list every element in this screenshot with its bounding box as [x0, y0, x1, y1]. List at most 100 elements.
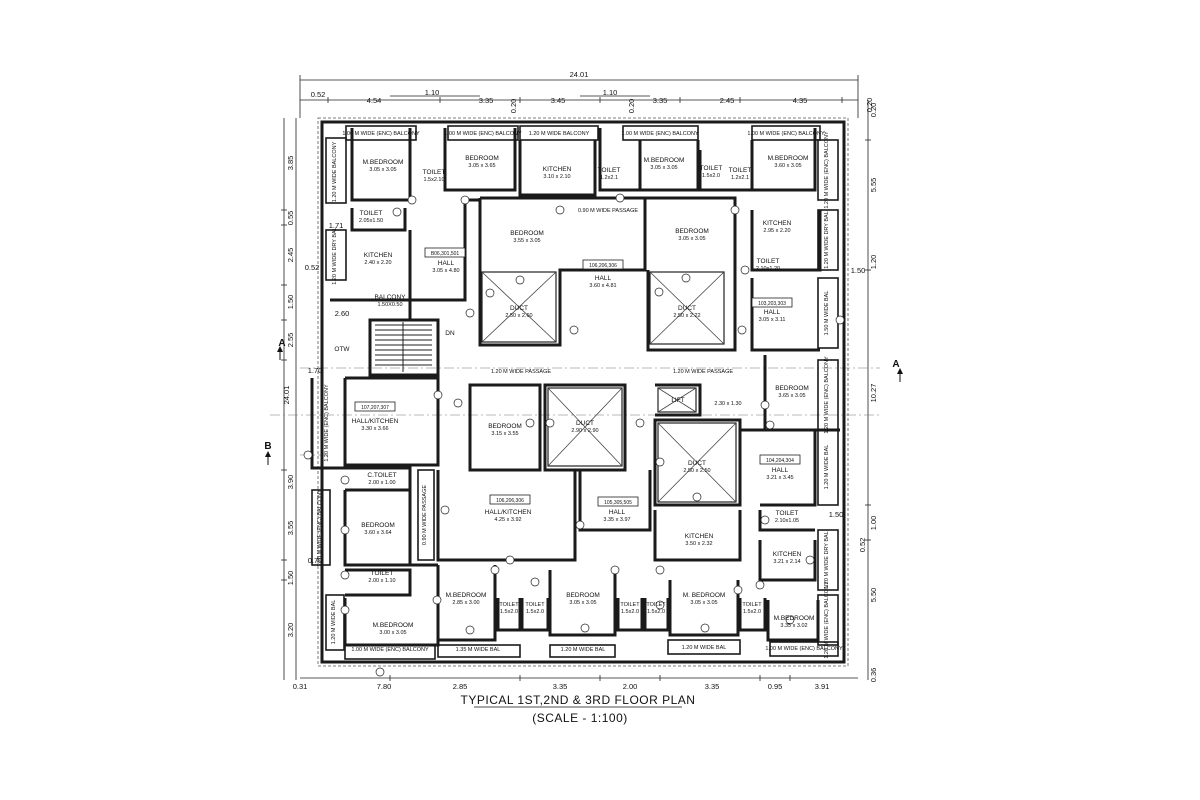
room-label: DUCT [688, 460, 706, 467]
dim-text: 0.20 [509, 99, 518, 114]
staircase [375, 322, 432, 372]
flat-label: 107,207,307 [361, 405, 389, 411]
dimension-texts: 24.01 0.52 4.54 3.35 3.45 3.35 2.45 4.35… [282, 70, 878, 691]
room-label: M.BEDROOM [373, 622, 414, 629]
room-size: 1.5x2.0 [500, 609, 518, 615]
flat-label: 106,206,306 [589, 263, 617, 269]
dim-text: 0.95 [768, 682, 783, 691]
dim-text: 0.52 [858, 538, 867, 553]
section-arrow-icon [265, 451, 271, 465]
section-arrow-icon [277, 346, 283, 360]
room-label: 1.20 M WIDE BALCONY [332, 141, 338, 202]
outer-walls [317, 117, 849, 667]
room-label: HALL [438, 260, 455, 267]
section-label-a-right: A [892, 359, 899, 370]
dimension-lines [281, 75, 871, 681]
room-label: HALL [595, 275, 612, 282]
room-label: C.TOILET [367, 472, 396, 479]
section-arrow-icon [897, 368, 903, 382]
room-label: BEDROOM [361, 522, 395, 529]
room-size: 3.05 x 3.05 [369, 167, 396, 173]
room-label: BALCONY [374, 294, 406, 301]
room-label: TOILET [371, 570, 394, 577]
room-size: 3.00 x 3.05 [379, 630, 406, 636]
dim-text: 3.91 [815, 682, 830, 691]
room-size: 3.65 x 3.05 [778, 393, 805, 399]
room-label: M.BEDROOM [446, 592, 487, 599]
interior-walls [310, 125, 840, 660]
room-label: 1.20 M WIDE DRY BAL [332, 227, 338, 285]
room-label: TOILET [620, 602, 640, 608]
flat-label: 103,203,303 [758, 301, 786, 307]
dim-text: 10.27 [869, 384, 878, 403]
opening-tags [303, 193, 845, 677]
room-label: TOILET [742, 602, 762, 608]
room-label: 1.20 M WIDE (ENC) BALCONY [317, 489, 323, 567]
room-size: 3.21 x 3.45 [766, 475, 793, 481]
room-label: TOILET [700, 165, 723, 172]
section-markers: A A B [264, 338, 903, 465]
room-size: 3.05 x 3.05 [650, 165, 677, 171]
room-label: 1.20 M WIDE (ENC) BALCONY [824, 581, 830, 659]
section-label-a-left: A [278, 338, 285, 349]
dim-text: 3.35 [553, 682, 568, 691]
room-size: 3.10 x 2.10 [543, 174, 570, 180]
room-size: 2.50 x 2.50 [683, 468, 710, 474]
room-label: HALL [609, 509, 626, 516]
dim-text: 3.35 [479, 96, 494, 105]
room-label: 1.20 M WIDE BAL [824, 445, 830, 490]
room-label: M.BEDROOM [774, 615, 815, 622]
room-size: 3.15 x 3.55 [491, 431, 518, 437]
drawing-title: TYPICAL 1ST,2ND & 3RD FLOOR PLAN (SCALE … [461, 693, 696, 725]
flat-label: 106,206,306 [496, 498, 524, 504]
dim-text: 0.55 [286, 211, 295, 226]
room-label: 1.20 M WIDE (ENC) BALCONY [824, 131, 830, 209]
room-size: 3.60 x 3.64 [364, 530, 391, 536]
plan-scale: (SCALE - 1:100) [532, 711, 628, 725]
room-size: 1.5x2.0 [621, 609, 639, 615]
room-size: 2.00 x 1.00 [368, 480, 395, 486]
room-label: 1.00 M WIDE (ENC) BALCONY [621, 131, 699, 137]
dim-text: 3.90 [286, 475, 295, 490]
room-size: 2.05x1.50 [359, 218, 383, 224]
room-size: 2.30 x 1.30 [714, 401, 741, 407]
overall-height-dim: 24.01 [282, 386, 291, 405]
section-label-b: B [264, 441, 271, 452]
room-label: 1.20 M WIDE (ENC) BALCONY [324, 384, 330, 462]
room-label: HALL/KITCHEN [352, 418, 399, 425]
room-label: 1.20 M WIDE BAL [561, 647, 606, 653]
dim-text: 3.45 [551, 96, 566, 105]
dim-text: 2.00 [623, 682, 638, 691]
room-size: 1.2x2.1 [600, 175, 618, 181]
room-label: TOILET [360, 210, 383, 217]
room-size: 3.05 x 3.05 [690, 600, 717, 606]
room-label: 1.20 M WIDE PASSAGE [673, 369, 733, 375]
overall-width-dim: 24.01 [570, 70, 589, 79]
room-label: OTW [334, 346, 350, 353]
room-size: 3.35 x 3.02 [780, 623, 807, 629]
room-label: KITCHEN [685, 533, 714, 540]
dim-text: 1.50 [829, 510, 844, 519]
dim-text: 1.20 [869, 255, 878, 270]
plan-title: TYPICAL 1ST,2ND & 3RD FLOOR PLAN [461, 693, 696, 707]
ducts [481, 271, 737, 503]
room-label: 1.20 M WIDE DRY BAL [824, 211, 830, 269]
dim-text: 1.00 [869, 516, 878, 531]
room-size: 1.5x2.10 [423, 177, 444, 183]
room-label: LIFT [671, 397, 684, 404]
room-label: 1.00 M WIDE (ENC) BALCONY [351, 647, 429, 653]
dim-text: 0.52 [311, 90, 326, 99]
room-label: TOILET [757, 258, 780, 265]
room-size: 3.35 x 3.97 [603, 517, 630, 523]
dim-text: 3.85 [286, 156, 295, 171]
room-label: 1.00 M WIDE (ENC) BALCONY [342, 131, 420, 137]
room-size: 3.05 x 3.11 [759, 317, 786, 323]
room-size: 2.85 x 3.00 [452, 600, 479, 606]
dim-text: 0.70 [308, 556, 323, 565]
room-size: 2.50 x 2.22 [673, 313, 700, 319]
room-label: TOILET [776, 510, 799, 517]
room-size: 3.60 x 4.81 [589, 283, 616, 289]
room-size: 3.05 x 4.80 [432, 268, 459, 274]
room-label: 1.20 M WIDE DRY BAL [824, 531, 830, 589]
